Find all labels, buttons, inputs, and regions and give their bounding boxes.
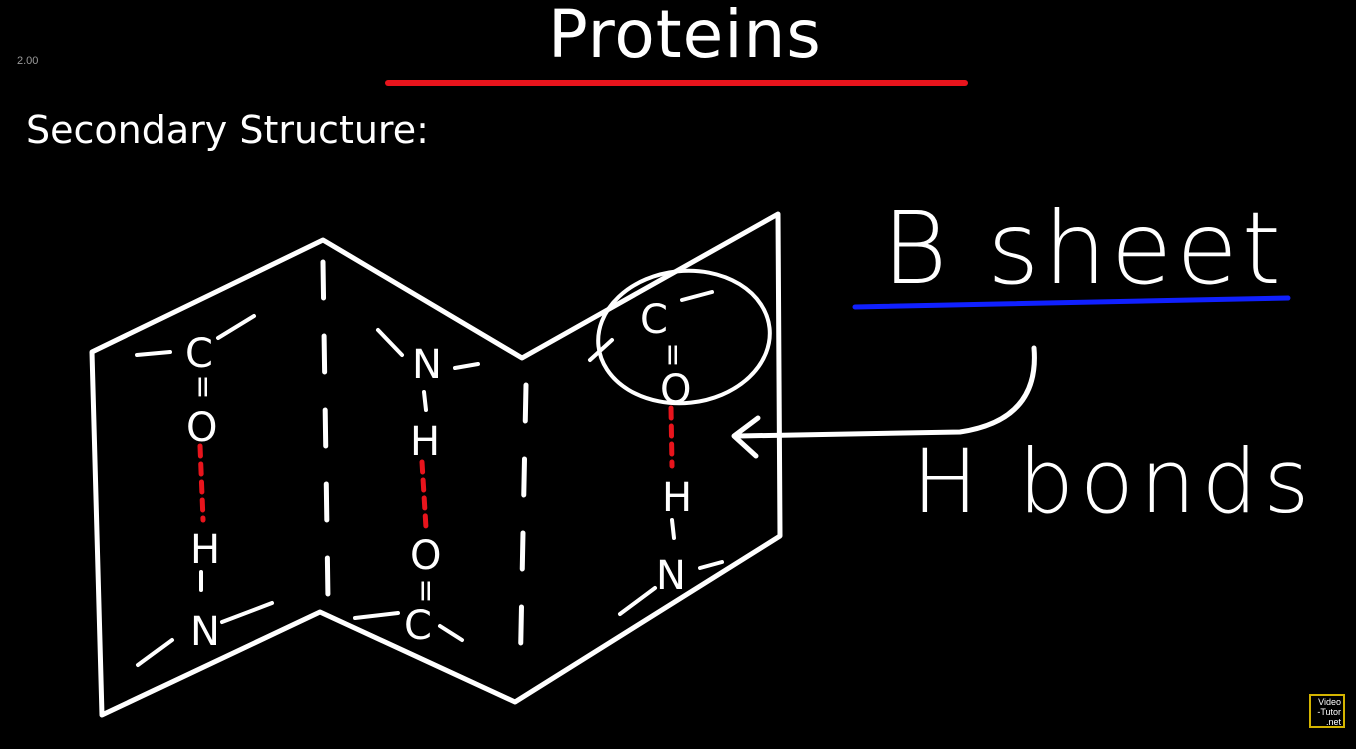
beta-sheet-label: B sheet bbox=[882, 190, 1285, 307]
atom-n: N bbox=[412, 342, 442, 388]
pointer-arrow bbox=[735, 345, 1037, 439]
double-bond: = bbox=[185, 374, 221, 400]
label-underline bbox=[852, 295, 1291, 310]
atom-c: C bbox=[640, 297, 668, 343]
atom-n: N bbox=[656, 553, 686, 599]
atom-c: C bbox=[185, 331, 213, 377]
h-bonds-label: H bonds bbox=[912, 430, 1316, 533]
section-heading: Secondary Structure: bbox=[26, 108, 429, 152]
atom-h: H bbox=[410, 419, 441, 465]
atom-n: N bbox=[190, 609, 220, 655]
logo-line: .net bbox=[1325, 717, 1341, 727]
logo-line: Video bbox=[1318, 697, 1341, 707]
atom-h: H bbox=[190, 527, 221, 573]
atom-h: H bbox=[662, 475, 693, 521]
hydrogen-bond-3 bbox=[668, 405, 675, 469]
page-title: Proteins bbox=[548, 0, 822, 73]
double-bond: = bbox=[655, 342, 691, 368]
atom-o: O bbox=[660, 367, 692, 413]
playback-speed: 2.00 bbox=[17, 55, 39, 67]
atom-o: O bbox=[186, 405, 218, 451]
sheet-outline bbox=[89, 211, 783, 718]
hydrogen-bond-2 bbox=[419, 459, 429, 531]
highlight-circle bbox=[596, 268, 772, 406]
fold-line-2 bbox=[517, 382, 529, 683]
atom-c: C bbox=[404, 603, 432, 649]
double-bond: = bbox=[408, 578, 444, 604]
logo-line: -Tutor bbox=[1317, 707, 1341, 717]
arrow-head-icon bbox=[731, 415, 761, 459]
video-tutor-logo: Video -Tutor .net bbox=[1309, 694, 1345, 728]
fold-line-1 bbox=[320, 259, 331, 603]
hydrogen-bond-1 bbox=[197, 443, 206, 523]
atom-o: O bbox=[410, 533, 442, 579]
